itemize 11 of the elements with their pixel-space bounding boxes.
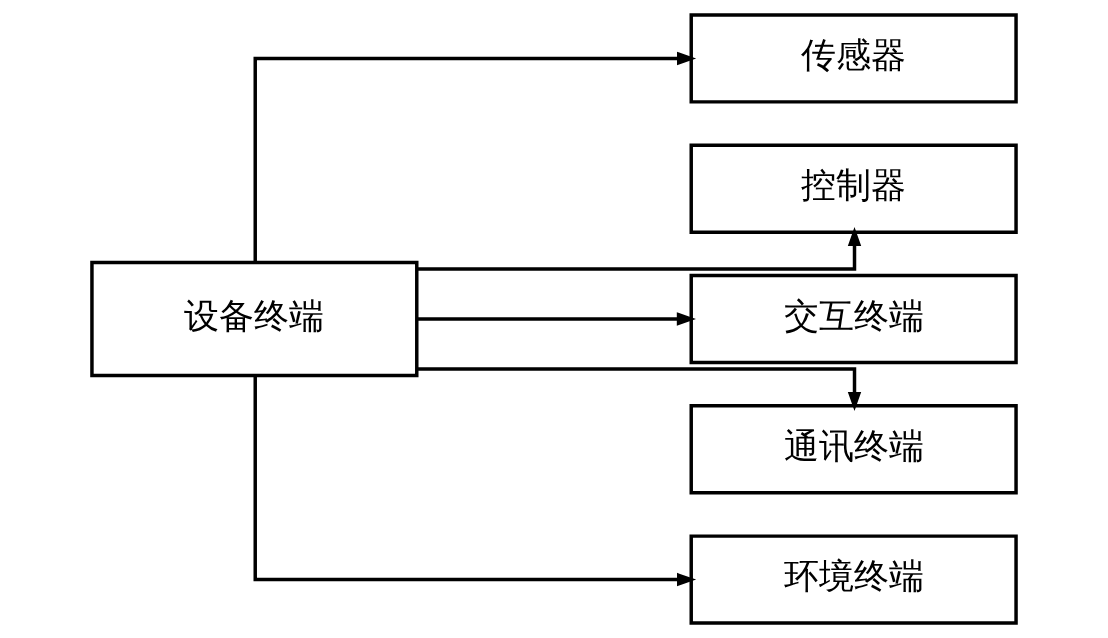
- arrow: [417, 226, 862, 271]
- arrow: [253, 375, 697, 587]
- node-box: 设备终端: [90, 260, 419, 378]
- arrow: [417, 367, 862, 412]
- node-box: 交互终端: [689, 273, 1018, 365]
- node-box: 传感器: [689, 13, 1018, 104]
- arrow: [417, 312, 696, 326]
- node-box: 通讯终端: [689, 404, 1018, 495]
- arrow: [253, 51, 697, 263]
- node-box: 环境终端: [689, 534, 1018, 625]
- node-box: 控制器: [689, 143, 1018, 234]
